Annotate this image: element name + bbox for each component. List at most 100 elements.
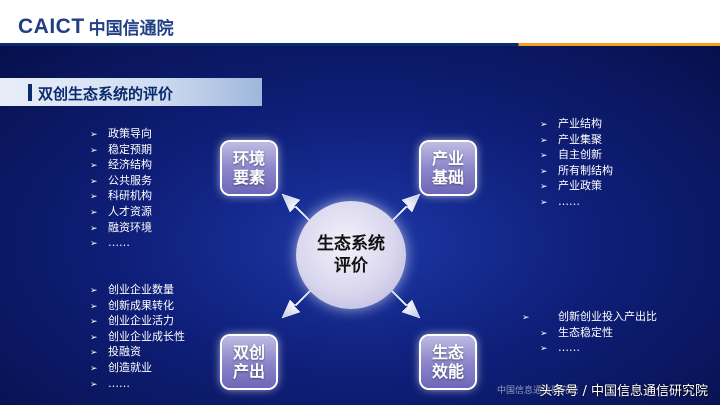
list-item-text: 人才资源 — [108, 204, 152, 218]
node-environment: 环境要素 — [222, 142, 276, 194]
list-item-text: 自主创新 — [558, 148, 602, 162]
list-item-text: 稳定预期 — [108, 142, 152, 156]
list-item-text: 投融资 — [108, 345, 141, 359]
bullet-arrow-icon: ➢ — [540, 182, 548, 193]
center-label: 生态系统评价 — [317, 234, 385, 276]
node-industry: 产业基础 — [421, 142, 475, 194]
list-item-text: 科研机构 — [108, 189, 152, 203]
list-item: ➢ 创新成果转化 — [90, 299, 185, 315]
watermark-faint: 中国信息通信研究院 — [497, 386, 579, 396]
bullet-arrow-icon: ➢ — [540, 344, 548, 355]
list-item: ➢ 产业集聚 — [540, 133, 613, 149]
header-divider — [0, 43, 720, 46]
bullet-arrow-icon: ➢ — [540, 120, 548, 130]
list-item-text: 经济结构 — [108, 158, 152, 172]
list-item: ➢ 投融资 — [90, 345, 185, 361]
list-item: ➢ 自主创新 — [540, 148, 613, 164]
list-item: ➢ 创业企业数量 — [90, 283, 185, 299]
list-item: ➢ 产业结构 — [540, 117, 613, 133]
watermark: 头条号 / 中国信息通信研究院 — [539, 384, 708, 399]
list-item: ➢ 创造就业 — [90, 361, 185, 377]
list-item: ➢ 创新创业投入产出比 — [522, 310, 698, 326]
industry-list: ➢ 产业结构 ➢ 产业集聚 ➢ 自主创新 ➢ 所有制结构 ➢ 产业政策 ➢ …… — [540, 117, 613, 211]
list-item-text: 创业企业数量 — [108, 283, 174, 296]
logo: CAICT 中国信通院 — [18, 14, 174, 40]
bullet-arrow-icon: ➢ — [90, 207, 98, 218]
list-item-text: 创新成果转化 — [108, 298, 174, 312]
list-item-text: 创业企业成长性 — [108, 329, 185, 343]
bullet-arrow-icon: ➢ — [540, 197, 548, 208]
bullet-arrow-icon: ➢ — [90, 317, 98, 328]
list-item: ➢ 所有制结构 — [540, 164, 613, 180]
center-evaluation-circle: 生态系统评价 — [296, 201, 406, 309]
arrow-up-left-icon — [281, 193, 313, 223]
list-item: ➢ …… — [90, 236, 152, 252]
list-item-text: 产业政策 — [558, 179, 602, 193]
list-item: ➢ 融资环境 — [90, 221, 152, 237]
list-item-text: …… — [558, 194, 580, 208]
node-industry-label: 产业基础 — [431, 149, 464, 187]
list-item-text: 创业企业活力 — [108, 314, 174, 328]
list-item-text: 创新创业投入产出比 — [558, 310, 657, 323]
bullet-arrow-icon: ➢ — [522, 313, 530, 323]
list-item: ➢ 产业政策 — [540, 179, 613, 195]
bullet-arrow-icon: ➢ — [90, 192, 98, 203]
logo-text-cn: 中国信通院 — [88, 19, 174, 39]
bullet-arrow-icon: ➢ — [90, 239, 98, 250]
list-item-text: 产业结构 — [558, 117, 602, 130]
bullet-arrow-icon: ➢ — [90, 379, 98, 390]
list-item-text: …… — [108, 376, 130, 390]
node-environment-label: 环境要素 — [232, 149, 265, 187]
bullet-arrow-icon: ➢ — [90, 301, 98, 312]
arrow-up-right-icon — [389, 193, 421, 223]
list-item-text: 融资环境 — [108, 220, 152, 234]
list-item: ➢ …… — [90, 377, 185, 393]
node-efficiency-label: 生态效能 — [431, 343, 464, 381]
list-item: ➢ …… — [540, 195, 613, 211]
bullet-arrow-icon: ➢ — [540, 135, 548, 146]
node-output-label: 双创产出 — [232, 343, 265, 381]
header-bar: CAICT 中国信通院 — [0, 0, 720, 46]
list-item-text: 所有制结构 — [558, 163, 613, 177]
bullet-arrow-icon: ➢ — [540, 328, 548, 339]
list-item-text: 政策导向 — [108, 127, 152, 140]
environment-list: ➢ 政策导向 ➢ 稳定预期 ➢ 经济结构 ➢ 公共服务 ➢ 科研机构 ➢ 人才资源 ➢ 融资环境 ➢ …… — [90, 127, 152, 252]
bullet-arrow-icon: ➢ — [90, 130, 98, 140]
bullet-arrow-icon: ➢ — [90, 145, 98, 156]
node-efficiency: 生态效能 — [421, 336, 475, 388]
title-banner — [0, 78, 262, 106]
list-item-text: …… — [558, 341, 580, 355]
list-item: ➢ 政策导向 — [90, 127, 152, 143]
list-item-text: …… — [108, 236, 130, 250]
list-item: ➢ 稳定预期 — [90, 143, 152, 159]
list-item: ➢ 科研机构 — [90, 189, 152, 205]
bullet-arrow-icon: ➢ — [90, 176, 98, 187]
node-output: 双创产出 — [222, 336, 276, 388]
list-item: ➢创业企业成长性 — [90, 330, 185, 346]
bullet-arrow-icon: ➢ — [90, 348, 98, 359]
list-item-text: 生态稳定性 — [558, 325, 613, 339]
bullet-arrow-icon: ➢ — [90, 223, 98, 234]
title-accent-mark — [28, 84, 32, 101]
arrow-down-left-icon — [281, 289, 313, 319]
list-item: ➢ …… — [540, 341, 698, 357]
output-list: ➢ 创业企业数量 ➢ 创新成果转化 ➢ 创业企业活力 ➢创业企业成长性 ➢ 投融资 ➢ 创造就业 ➢ …… — [90, 283, 185, 392]
bullet-arrow-icon: ➢ — [90, 286, 98, 296]
list-item: ➢ 人才资源 — [90, 205, 152, 221]
list-item: ➢ 经济结构 — [90, 158, 152, 174]
list-item: ➢ 创业企业活力 — [90, 314, 185, 330]
list-item-text: 创造就业 — [108, 360, 152, 374]
list-item-text: 产业集聚 — [558, 132, 602, 146]
bullet-arrow-icon: ➢ — [540, 151, 548, 162]
list-item-text: 公共服务 — [108, 173, 152, 187]
bullet-arrow-icon: ➢ — [90, 363, 98, 374]
list-item: ➢ 公共服务 — [90, 174, 152, 190]
bullet-arrow-icon: ➢ — [90, 161, 98, 172]
bullet-arrow-icon: ➢ — [540, 166, 548, 177]
slide-title: 双创生态系统的评价 — [38, 85, 174, 103]
logo-text-en: CAICT — [18, 14, 85, 38]
arrow-down-right-icon — [389, 289, 421, 319]
list-item: ➢ 生态稳定性 — [540, 326, 698, 342]
efficiency-list: ➢ 创新创业投入产出比 ➢ 生态稳定性 ➢ …… — [522, 310, 698, 357]
